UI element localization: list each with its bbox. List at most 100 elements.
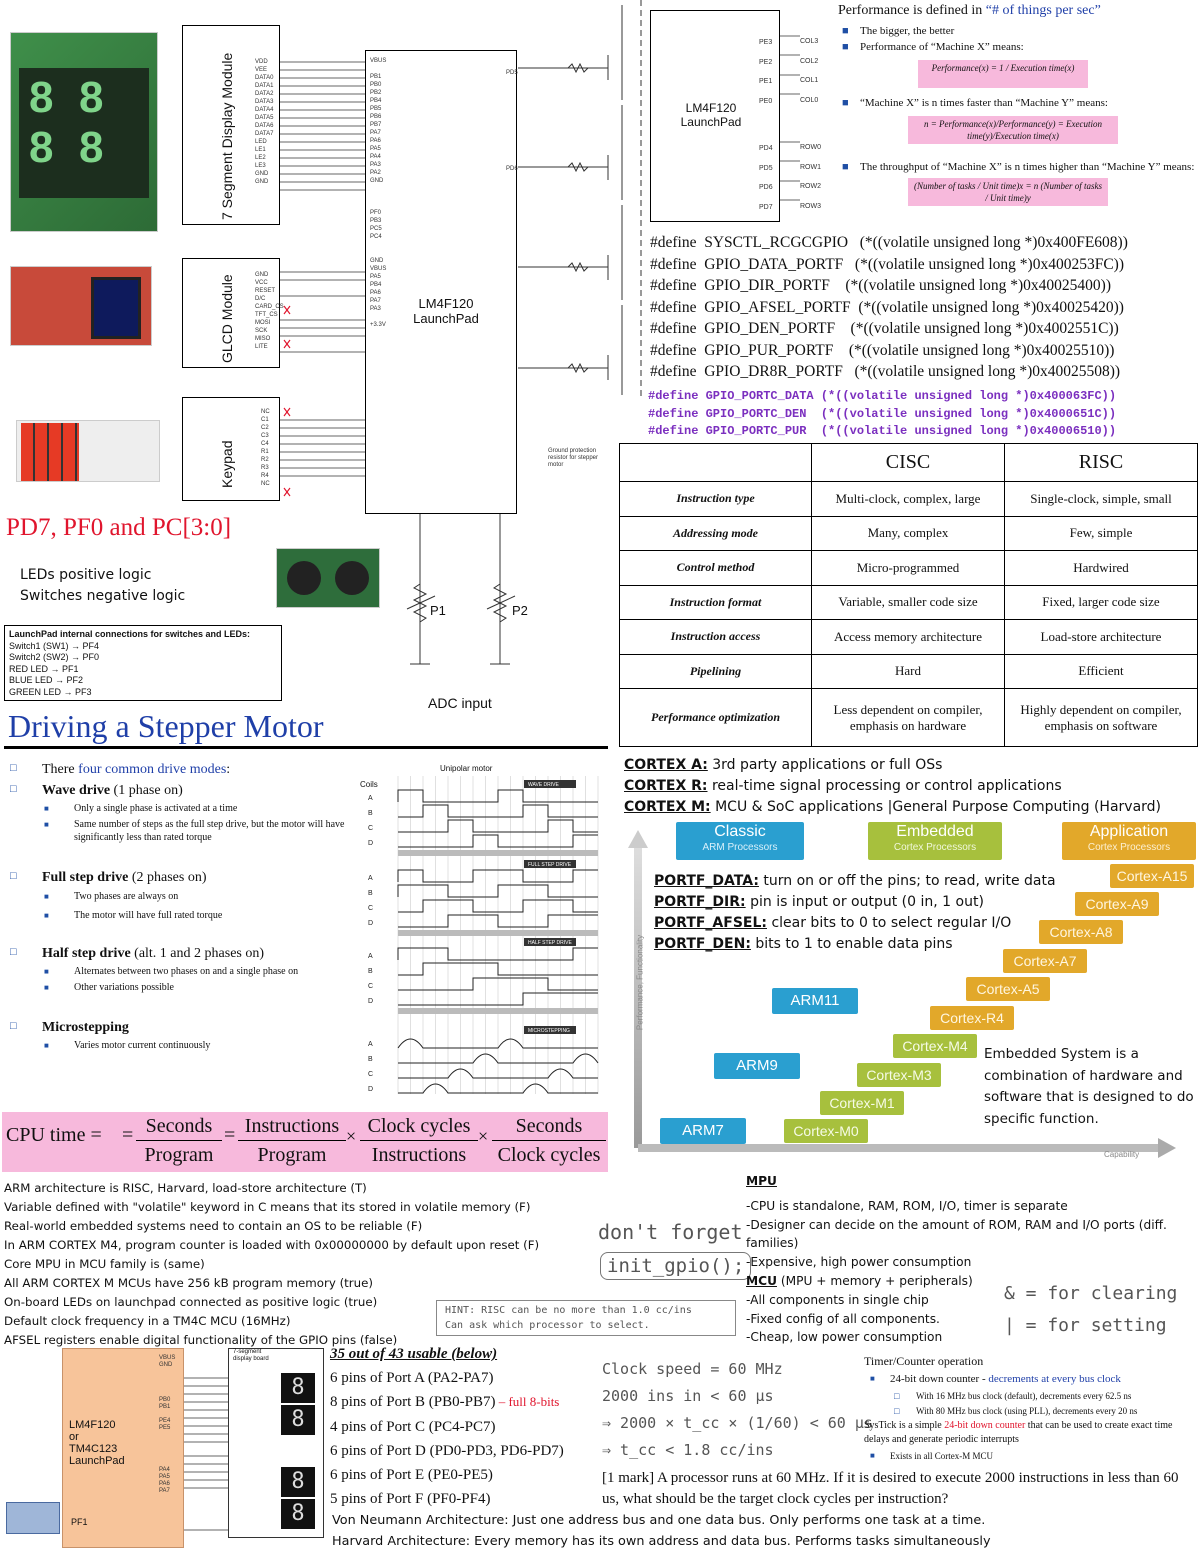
architectures: Von Neumann Architecture: Just one addre… (332, 1510, 991, 1552)
mode-wave-sub: ■Only a single phase is activated at a t… (44, 803, 238, 814)
mcu-line: -Fixed config of all components. (746, 1311, 940, 1326)
seven-seg-display-board: 7-segment display board 8 8 8 8 (228, 1348, 324, 1538)
port-line-e: 6 pins of Port E (PE0-PE5) (330, 1467, 493, 1484)
chip-cortex-a9: Cortex-A9 (1075, 892, 1159, 916)
cpu-num: Instructions (238, 1112, 346, 1141)
coil-letter: B (368, 890, 373, 897)
coil-letter: B (368, 810, 373, 817)
cpu-times-1: × (346, 1126, 357, 1146)
arm-y-axis: Performance, Functionality (635, 934, 645, 1031)
cortex-r-key: CORTEX R: (624, 778, 708, 794)
port-line-b: 8 pins of Port B (PB0-PB7) – full 8-bits (330, 1390, 620, 1414)
port-line-a: 6 pins of Port A (PA2-PA7) (330, 1370, 494, 1387)
port-line-c: 4 pins of Port C (PC4-PC7) (330, 1418, 496, 1435)
cpu-den: Clock cycles (497, 1144, 601, 1166)
performance-b1-text: The bigger, the better (860, 25, 955, 37)
mode-tag: MICROSTEPPING (528, 1028, 570, 1034)
mode-micro-name: Microstepping (42, 1020, 129, 1035)
coil-waveform (398, 1068, 598, 1079)
fact-line: Default clock frequency in a TM4C MCU (1… (4, 1314, 291, 1328)
systick-highlight: 24-bit down counter (944, 1420, 1026, 1431)
coil-letter: D (368, 1086, 373, 1093)
mode-wave-note: (1 phase on) (110, 783, 183, 798)
question-text: [1 mark] A processor runs at 60 MHz. If … (602, 1470, 1179, 1507)
header-risc: RISC (1004, 443, 1198, 482)
cortex-r-value: real-time signal processing or control a… (707, 778, 1062, 794)
application-title: Application (1089, 823, 1169, 840)
cpu-num: Clock cycles (360, 1112, 478, 1141)
pins-title: PD7, PF0 and PC[3:0] (6, 514, 232, 541)
mpu-line: -CPU is standalone, RAM, ROM, I/O, timer… (746, 1198, 1068, 1213)
embedded-header: Embedded Cortex Processors (868, 822, 1002, 860)
mode-micro: □Microstepping (10, 1020, 129, 1035)
ground-note: Ground protection resistor for stepper m… (548, 448, 599, 468)
cpu-times-2: × (478, 1126, 489, 1146)
systick-prefix: SysTick is a simple (864, 1420, 945, 1431)
coil-letter: A (368, 1041, 373, 1048)
risc-cell: Fixed, larger code size (1004, 584, 1198, 620)
col-label-3: COL0 (800, 96, 819, 104)
header-cisc: CISC (811, 443, 1005, 482)
ports-section: 35 out of 43 usable (below) 6 pins of Po… (330, 1342, 620, 1511)
bitwise-or: | = for setting (1004, 1315, 1167, 1336)
mcu-line: -Cheap, low power consumption (746, 1330, 943, 1345)
portf-den: PORTF_DEN: bits to 1 to enable data pins (654, 934, 1056, 955)
coil-waveform (398, 962, 598, 976)
coil-letter: B (368, 1056, 373, 1063)
internal-green: GREEN LED → PF3 (9, 686, 92, 697)
display-board-label: 7-segment display board (233, 1349, 269, 1362)
portf-data-key: PORTF_DATA: (654, 873, 759, 889)
define-line: #define GPIO_DR8R_PORTF (*((volatile uns… (650, 363, 1121, 380)
performance-bullet-1: ■The bigger, the better (842, 25, 955, 37)
row-label: Instruction access (619, 619, 812, 655)
mode-tag-bg (524, 1026, 576, 1034)
table-corner (619, 443, 812, 482)
port-line-f: 5 pins of Port F (PF0-PF4) (330, 1491, 491, 1508)
von-neumann: Von Neumann Architecture: Just one addre… (332, 1513, 986, 1528)
board2-label: LM4F120 or TM4C123 LaunchPad (69, 1419, 125, 1467)
risc-cell: Few, simple (1004, 515, 1198, 551)
mcu-line: -All components in single chip (746, 1292, 929, 1307)
mode-half: □Half step drive (alt. 1 and 2 phases on… (10, 946, 265, 961)
coil-waveform (398, 1053, 599, 1064)
arm-chart-axes (628, 830, 1176, 1158)
coil-waveform (398, 834, 598, 848)
coil-letter: C (368, 1071, 373, 1078)
fact-line: Real-world embedded systems need to cont… (4, 1219, 423, 1233)
timer-sub-1: □With 16 MHz bus clock (default), decrem… (894, 1391, 1132, 1401)
row-label-3: ROW3 (800, 202, 821, 210)
row-label: Control method (619, 550, 812, 586)
internal-red: RED LED → PF1 (9, 663, 79, 674)
risc-cell: Load-store architecture (1004, 619, 1198, 655)
cortex-a-key: CORTEX A: (624, 757, 708, 773)
performance-bullet-4: ■The throughput of “Machine X” is n time… (842, 161, 1195, 173)
note-clock-calc: Clock speed = 60 MHz 2000 ins in < 60 µs… (602, 1356, 873, 1464)
formula-throughput: (Number of tasks / Unit time)x = n (Numb… (908, 178, 1108, 206)
performance-title-highlight: “# of things per sec” (985, 3, 1101, 18)
embedded-title: Embedded (896, 823, 974, 840)
risc-cell: Highly dependent on compiler, emphasis o… (1004, 688, 1198, 747)
row-label-1: ROW1 (800, 163, 821, 171)
mode-tag-bg (524, 860, 576, 868)
cpu-eq-1: = (122, 1124, 134, 1146)
embedded-system-note: Embedded System is a combination of hard… (984, 1046, 1194, 1127)
row-pin-2: PD6 (759, 184, 773, 191)
col-label-0: COL3 (800, 38, 819, 45)
cortex-m-value: MCU & SoC applications |General Purpose … (710, 799, 1162, 815)
portf-afsel-key: PORTF_AFSEL: (654, 915, 767, 931)
performance-b4-text: The throughput of “Machine X” is n times… (860, 161, 1195, 173)
formula-performance: Performance(x) = 1 / Execution time(x) (918, 60, 1088, 88)
mode-full-sub-1: Two phases are always on (74, 891, 179, 902)
chip-cortex-r4: Cortex-R4 (930, 1006, 1014, 1030)
internal-connections-box: LaunchPad internal connections for switc… (4, 625, 282, 701)
coil-waveform (397, 884, 598, 898)
pot-circuit (406, 514, 516, 665)
fact-line: In ARM CORTEX M4, program counter is loa… (4, 1238, 540, 1252)
